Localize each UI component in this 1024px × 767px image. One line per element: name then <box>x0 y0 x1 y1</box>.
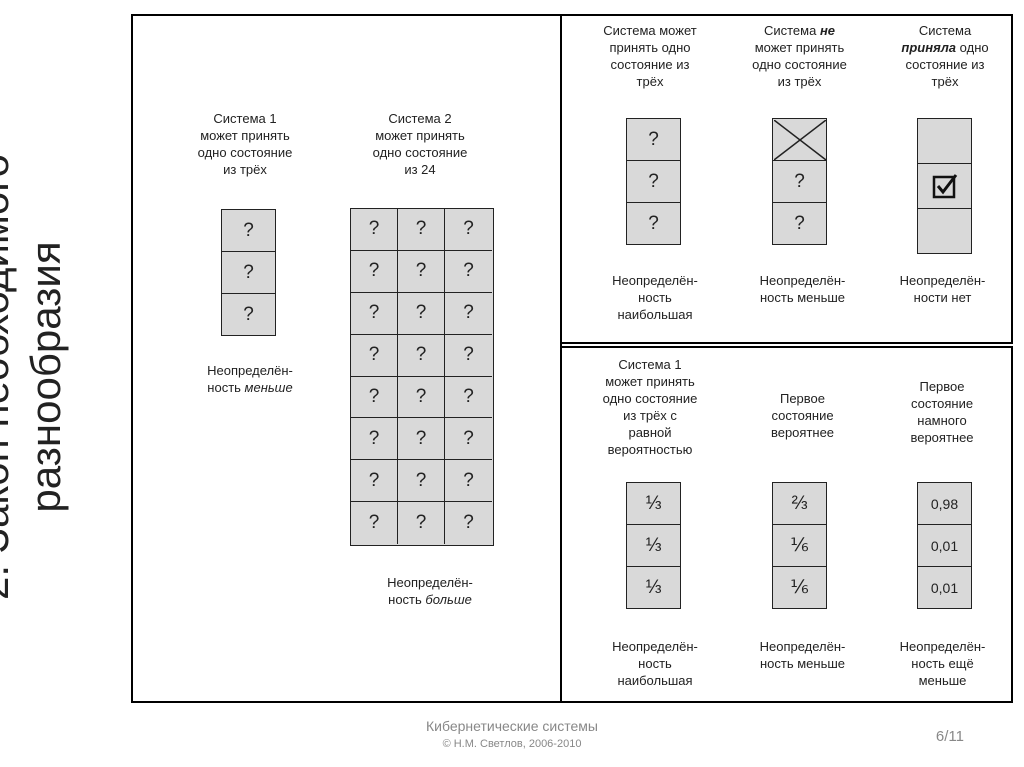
state-cell: ? <box>351 460 398 503</box>
state-cell: ? <box>648 212 659 234</box>
probability-cell: ⅓ <box>627 525 680 567</box>
br-c-caption: Первое состояние намного вероятнее <box>910 379 974 445</box>
state-cell: ? <box>445 209 492 251</box>
tr-b-caption: Система не может принять одно состояние … <box>752 23 847 89</box>
system2-state-grid: ???????????????????????? <box>350 208 494 546</box>
state-cell: ? <box>445 377 492 419</box>
tr-a-caption: Система может принять одно состояние из … <box>603 23 697 89</box>
state-cell: ? <box>351 502 398 544</box>
crossed-cell <box>773 119 826 161</box>
br-a-probability-column: ⅓ ⅓ ⅓ <box>626 482 681 609</box>
probability-cell: ⅙ <box>773 525 826 567</box>
state-cell: ? <box>351 209 398 251</box>
tr-c-state-column <box>917 118 972 254</box>
tr-c-caption: Система приняла одно состояние из трёх <box>901 23 989 89</box>
footer-copyright: © Н.М. Светлов, 2006-2010 <box>442 738 582 750</box>
br-a-caption: Система 1 может принять одно состояние и… <box>602 357 698 457</box>
state-cell: ? <box>222 252 275 294</box>
state-cell: ? <box>351 376 398 419</box>
state-cell: ? <box>445 251 492 293</box>
state-cell: ? <box>627 161 680 203</box>
state-cell: ? <box>445 418 492 461</box>
br-a-result: Неопределён- ность наибольшая <box>612 639 698 688</box>
top-right-panel <box>560 14 1013 344</box>
state-cell: ? <box>445 293 492 335</box>
state-cell: ? <box>351 334 398 377</box>
probability-cell: ⅓ <box>627 483 680 525</box>
state-cell: ? <box>243 303 254 325</box>
state-cell: ? <box>351 292 398 335</box>
tr-c-result: Неопределён- ности нет <box>899 273 986 305</box>
probability-cell: ⅙ <box>790 577 809 598</box>
state-cell: ? <box>445 460 492 503</box>
probability-cell: 0,01 <box>918 525 971 567</box>
empty-cell <box>918 209 971 253</box>
br-c-result: Неопределён- ность ещё меньше <box>899 639 986 688</box>
bottom-right-panel <box>560 346 1013 703</box>
system2-result: Неопределён- ность больше <box>387 575 473 607</box>
br-b-caption: Первое состояние вероятнее <box>770 391 835 440</box>
state-cell: ? <box>398 250 445 293</box>
state-cell: ? <box>794 212 805 234</box>
probability-cell: 0,01 <box>930 579 959 596</box>
probability-cell: ⅓ <box>645 576 662 598</box>
state-cell: ? <box>398 418 445 461</box>
state-cell: ? <box>398 292 445 335</box>
probability-cell: 0,98 <box>918 483 971 525</box>
state-cell: ? <box>398 334 445 377</box>
state-cell: ? <box>773 161 826 203</box>
br-b-probability-column: ⅔ ⅙ ⅙ <box>772 482 827 609</box>
tr-a-state-column: ? ? ? <box>626 118 681 245</box>
tr-b-result: Неопределён- ность меньше <box>759 273 846 305</box>
system1-caption: Система 1 может принять одно состояние и… <box>197 111 293 177</box>
page-number: 6/11 <box>935 728 964 745</box>
state-cell: ? <box>463 512 474 534</box>
tr-b-state-column: ? ? <box>772 118 827 245</box>
probability-cell: ⅔ <box>773 483 826 525</box>
state-cell: ? <box>398 209 445 251</box>
br-c-probability-column: 0,98 0,01 0,01 <box>917 482 972 609</box>
state-cell: ? <box>445 335 492 377</box>
system1-state-column: ? ? ? <box>221 209 276 336</box>
state-cell: ? <box>351 250 398 293</box>
br-b-result: Неопределён- ность меньше <box>759 639 846 671</box>
tr-a-result: Неопределён- ность наибольшая <box>612 273 698 322</box>
system1-result: Неопределён- ность меньше <box>207 363 293 395</box>
crossed-out-icon <box>773 119 826 160</box>
system2-caption: Система 2 может принять одно состояние и… <box>372 111 468 177</box>
slide-title: 2. Закон необходимого разнообразия <box>0 154 69 600</box>
state-cell: ? <box>222 210 275 252</box>
checkbox-checked-icon <box>932 174 957 199</box>
state-cell: ? <box>627 119 680 161</box>
checked-cell <box>918 164 971 209</box>
state-cell: ? <box>398 460 445 503</box>
state-cell: ? <box>398 502 445 544</box>
footer-course: Кибернетические системы <box>426 718 598 734</box>
empty-cell <box>918 119 971 164</box>
state-cell: ? <box>351 418 398 461</box>
state-cell: ? <box>398 376 445 419</box>
